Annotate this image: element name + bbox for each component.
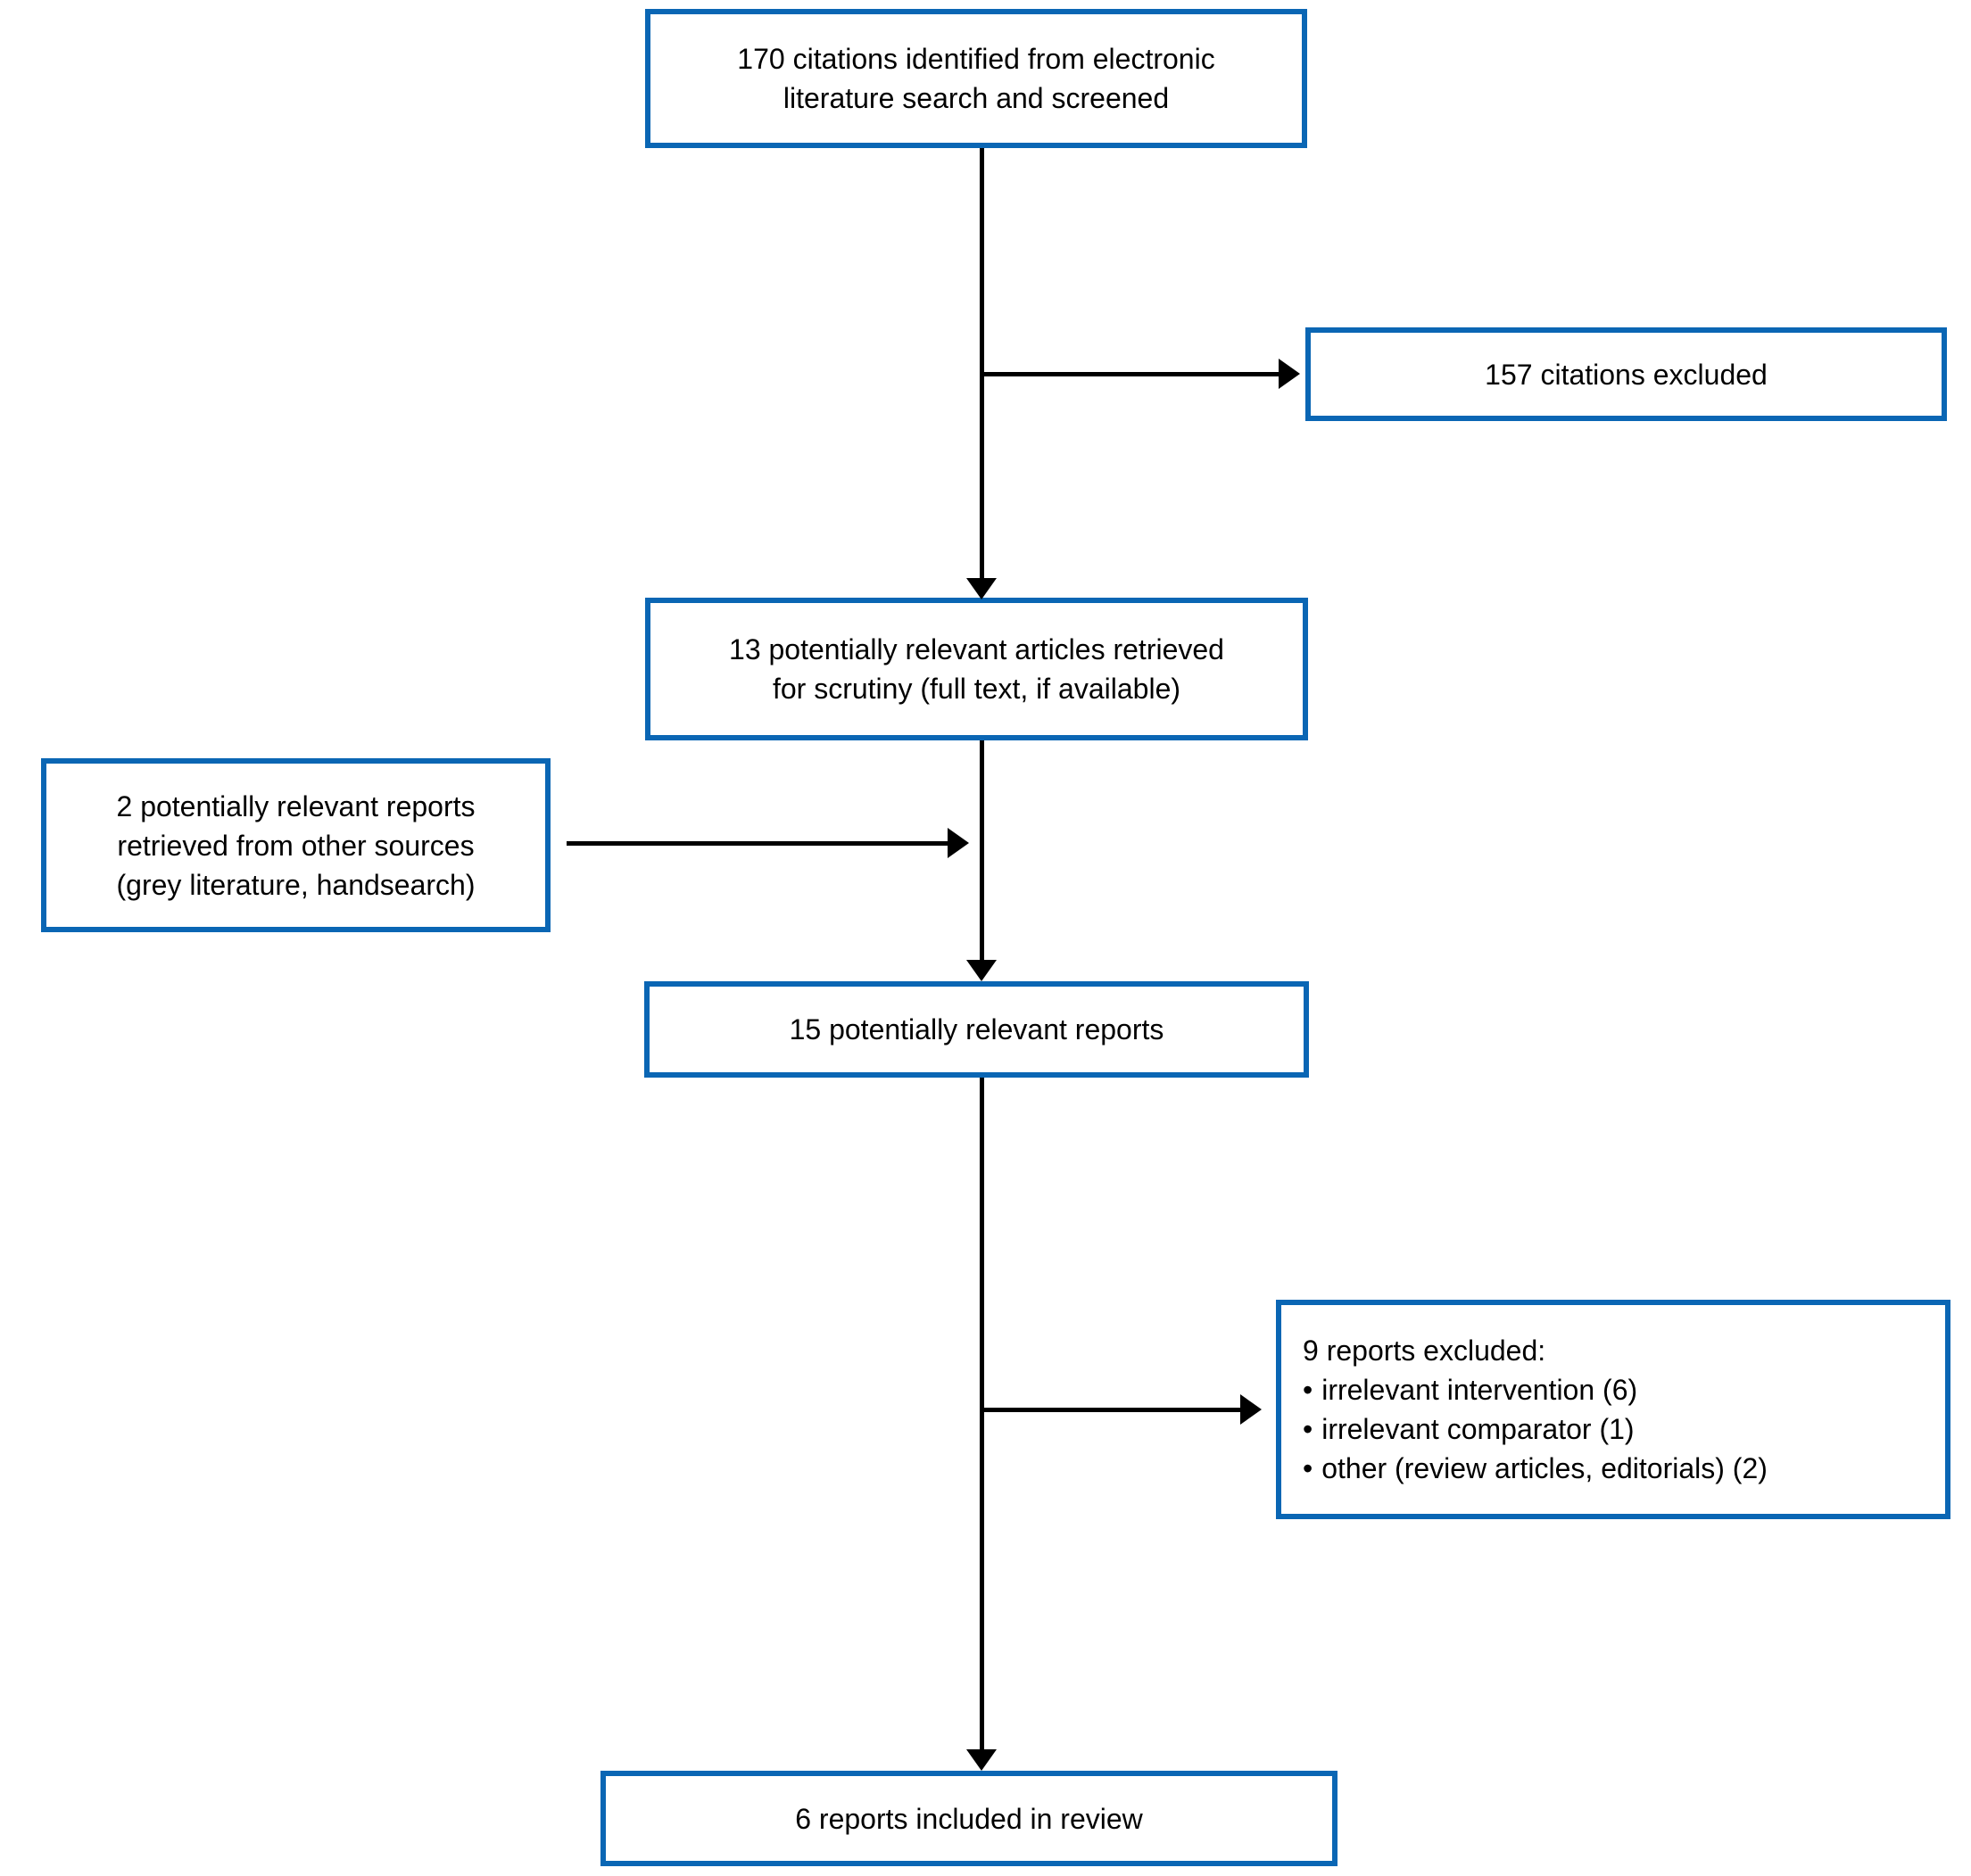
node-citations-identified-line2: literature search and screened — [783, 82, 1170, 114]
node-reports-excluded-item3: •other (review articles, editorials) (2) — [1303, 1449, 1768, 1488]
arrow-retrieved-to-relevant-head — [966, 960, 997, 981]
node-other-sources: 2 potentially relevant reports retrieved… — [41, 758, 551, 932]
node-citations-identified-line1: 170 citations identified from electronic — [737, 43, 1215, 75]
arrow-relevant-to-included-head — [966, 1749, 997, 1771]
node-reports-excluded-item1: •irrelevant intervention (6) — [1303, 1370, 1637, 1409]
arrow-relevant-to-excluded — [980, 1408, 1240, 1412]
node-citations-identified: 170 citations identified from electronic… — [645, 9, 1307, 148]
arrow-other-sources-to-flow — [567, 841, 948, 846]
node-articles-retrieved-line1: 13 potentially relevant articles retriev… — [729, 633, 1224, 665]
node-articles-retrieved: 13 potentially relevant articles retriev… — [645, 598, 1308, 740]
node-reports-included: 6 reports included in review — [600, 1771, 1337, 1866]
arrow-retrieved-to-relevant — [980, 740, 984, 960]
arrow-identified-to-retrieved-head — [966, 578, 997, 599]
arrow-other-sources-to-flow-head — [948, 828, 969, 858]
node-reports-excluded-item2-text: irrelevant comparator (1) — [1321, 1413, 1635, 1445]
bullet-icon: • — [1303, 1413, 1313, 1445]
node-other-sources-line2: retrieved from other sources — [117, 829, 475, 862]
node-reports-excluded-title: 9 reports excluded: — [1303, 1335, 1546, 1367]
node-reports-excluded-item1-text: irrelevant intervention (6) — [1321, 1374, 1638, 1406]
node-relevant-reports: 15 potentially relevant reports — [644, 981, 1309, 1078]
arrow-identified-to-excluded-head — [1279, 359, 1300, 389]
node-other-sources-line1: 2 potentially relevant reports — [116, 789, 476, 822]
node-reports-excluded-item3-text: other (review articles, editorials) (2) — [1321, 1452, 1768, 1484]
arrow-identified-to-excluded — [980, 372, 1279, 376]
node-articles-retrieved-line2: for scrutiny (full text, if available) — [772, 673, 1181, 705]
arrow-identified-to-retrieved — [980, 148, 984, 578]
bullet-icon: • — [1303, 1374, 1313, 1406]
bullet-icon: • — [1303, 1452, 1313, 1484]
arrow-relevant-to-included — [980, 1078, 984, 1749]
node-reports-excluded-item2: •irrelevant comparator (1) — [1303, 1409, 1635, 1449]
node-citations-excluded: 157 citations excluded — [1305, 327, 1947, 421]
node-relevant-reports-text: 15 potentially relevant reports — [789, 1013, 1164, 1045]
node-reports-excluded: 9 reports excluded: •irrelevant interven… — [1276, 1300, 1950, 1519]
node-other-sources-line3: (grey literature, handsearch) — [116, 868, 476, 901]
arrow-relevant-to-excluded-head — [1240, 1394, 1262, 1425]
node-reports-included-text: 6 reports included in review — [795, 1802, 1143, 1835]
node-citations-excluded-text: 157 citations excluded — [1485, 358, 1768, 391]
